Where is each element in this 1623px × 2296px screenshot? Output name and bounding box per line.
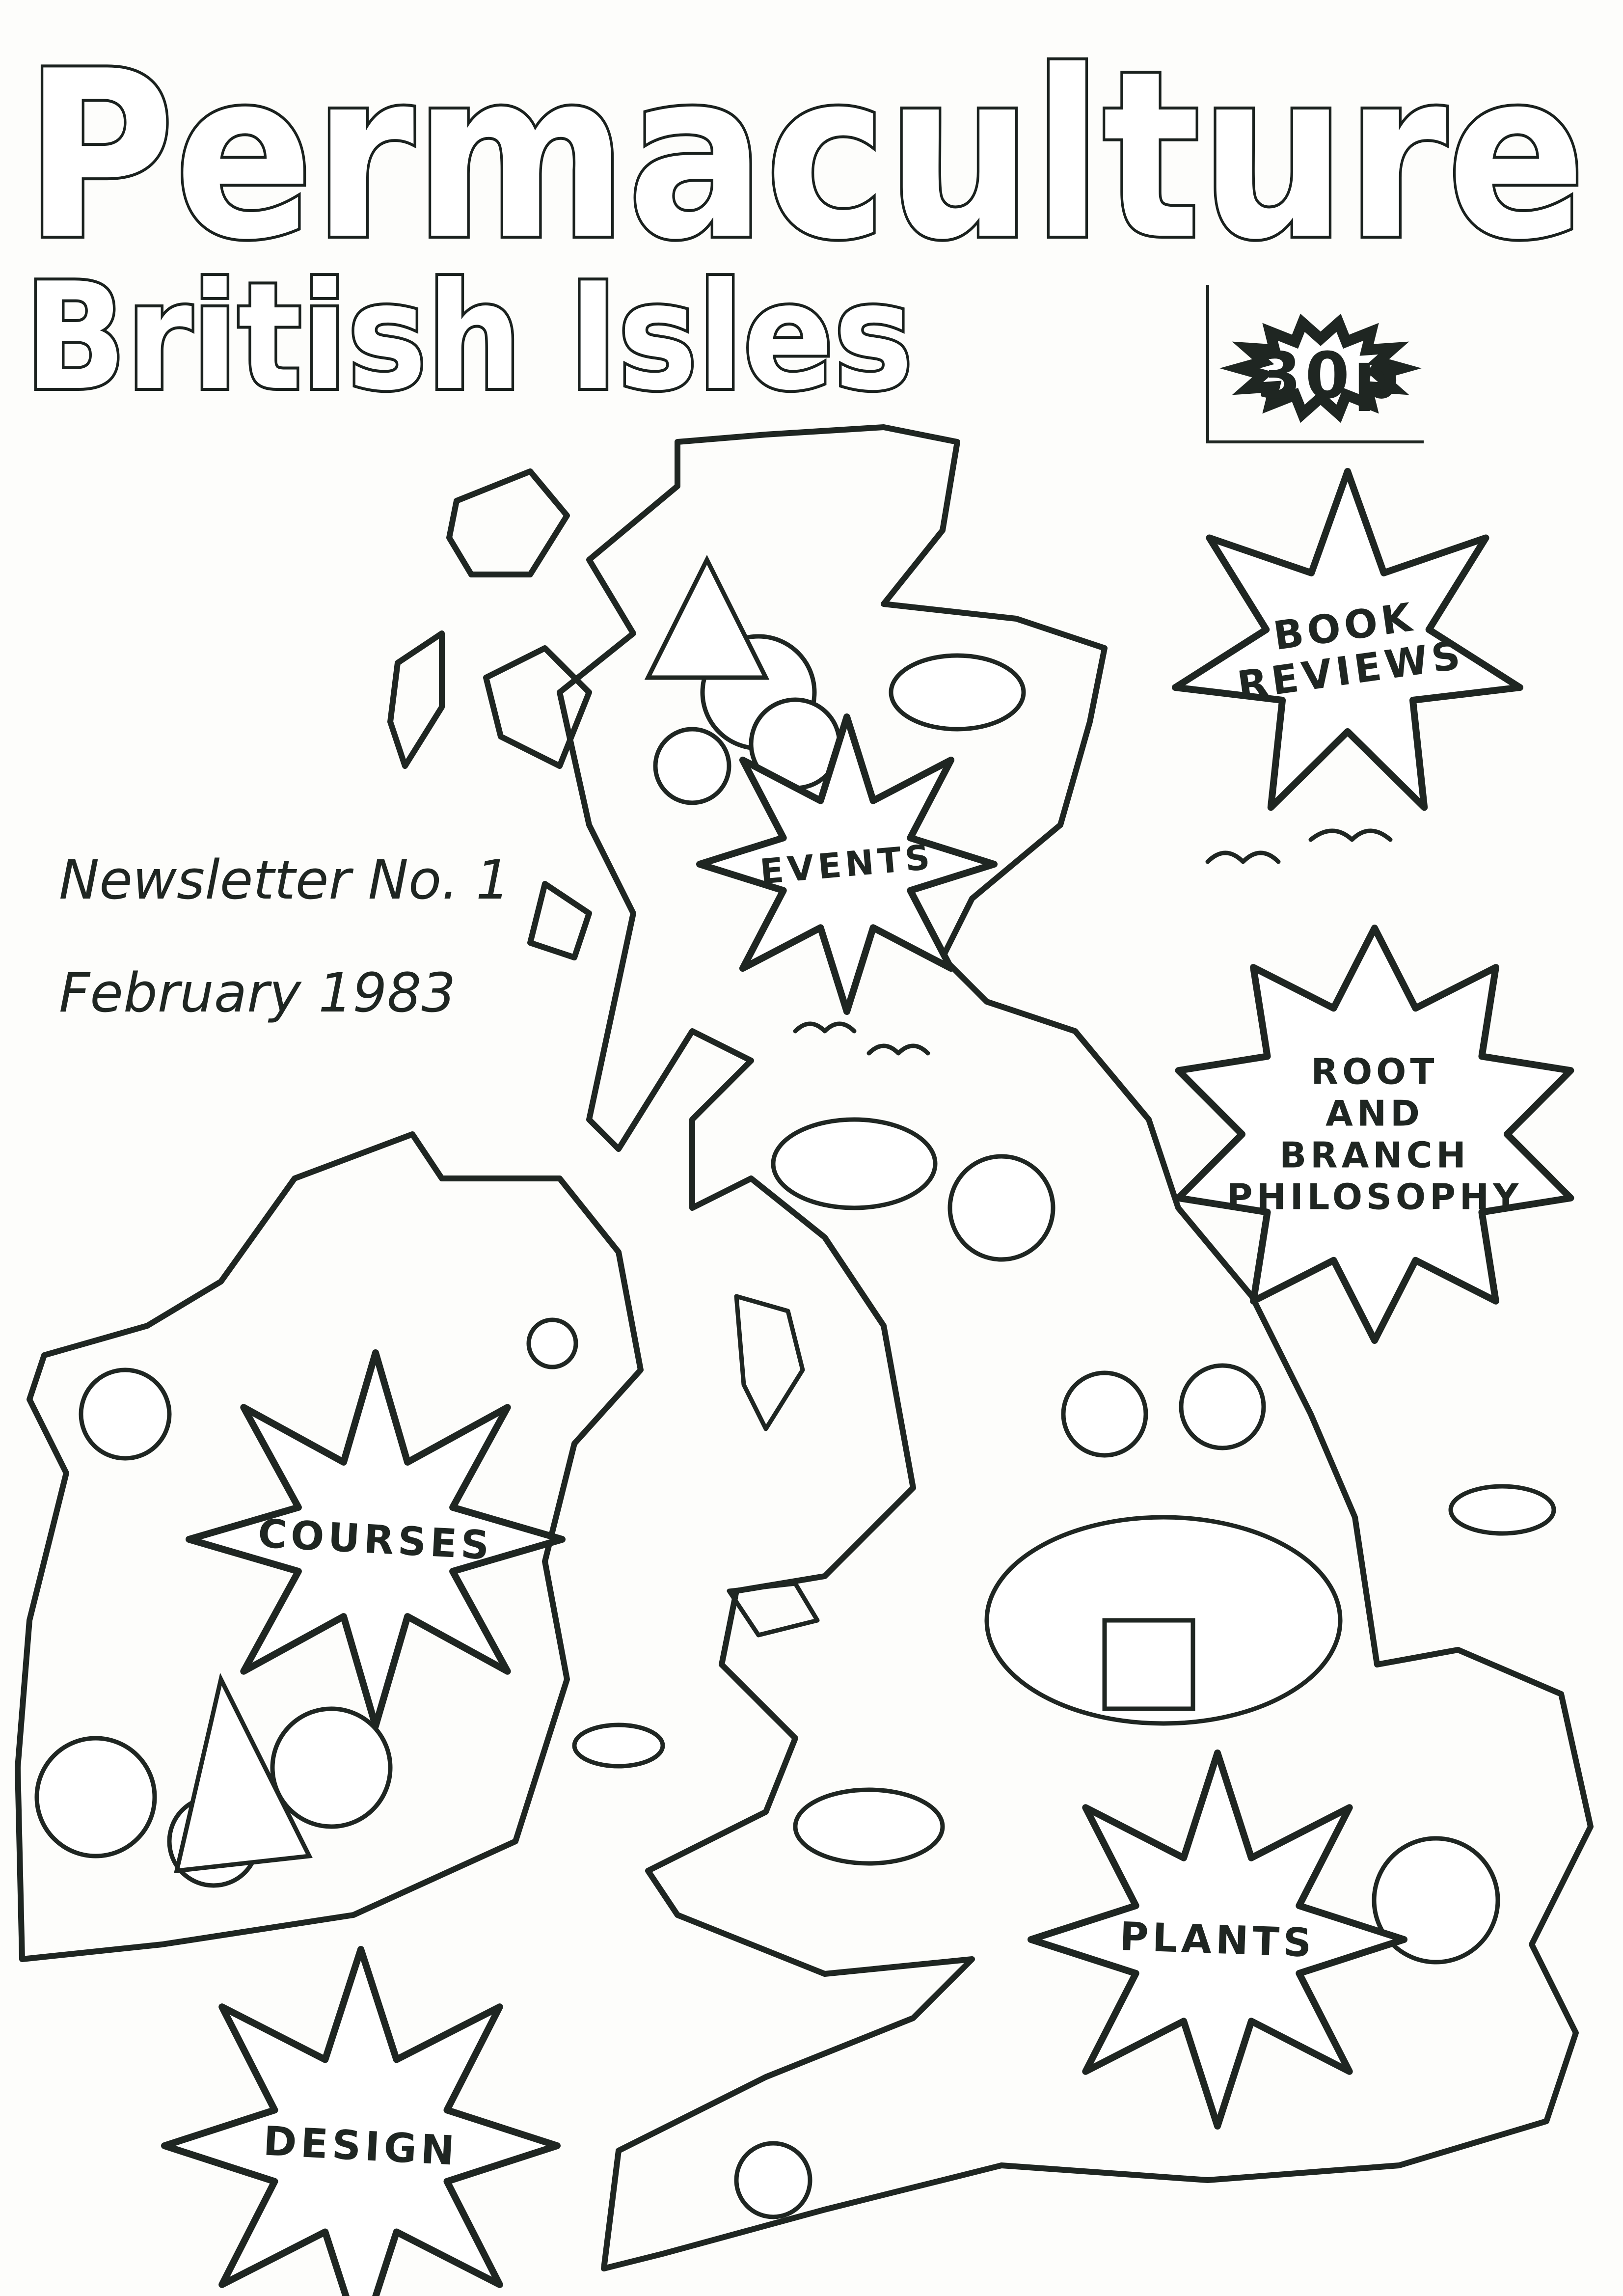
- section-star-plants: PLANTS: [1028, 1749, 1407, 2130]
- starburst-shape: [696, 713, 998, 1015]
- bird-illustrations: [793, 828, 1393, 1056]
- highland-cow-icon: [889, 653, 1026, 732]
- starburst-shape: [1028, 1749, 1407, 2130]
- map-shetland-islands: [446, 468, 570, 577]
- fish-icon-2: [572, 1722, 665, 1769]
- masthead-title: Permaculture: [25, 22, 1586, 290]
- price-badge: 30p: [1206, 285, 1424, 443]
- price-box-frame: [1206, 285, 1424, 443]
- issue-date: February 1983: [59, 961, 456, 1024]
- fish-icon: [1448, 1484, 1556, 1536]
- price-burst-shape: [1219, 313, 1422, 423]
- animal-illustrations: [572, 653, 1556, 1866]
- sheep-icon: [793, 1787, 945, 1866]
- map-ireland: [15, 1131, 644, 1962]
- starburst-shape: [1175, 925, 1574, 1344]
- masthead-subtitle: British Isles: [25, 251, 913, 423]
- sunflower-icon: [1179, 1363, 1266, 1450]
- section-label: PHILOSOPHY: [1227, 1176, 1523, 1218]
- map-great-britain: [557, 424, 1594, 2271]
- section-star-design: DESIGN: [161, 1946, 561, 2296]
- pig-icon: [771, 1117, 938, 1210]
- map-anglesey: [727, 1581, 820, 1638]
- section-star-events: EVENTS: [696, 713, 998, 1015]
- map-isle-of-man: [734, 1294, 805, 1431]
- map-british-isles: [15, 424, 1594, 2271]
- farmer-head-icon: [1061, 1370, 1148, 1458]
- issue-number: Newsletter No. 1: [59, 848, 510, 911]
- starburst-shape: [161, 1946, 561, 2296]
- map-hebrides-islands: [387, 630, 592, 960]
- price-label: 30p: [1257, 338, 1403, 413]
- tree-illustrations: [34, 554, 1500, 2219]
- section-label: PLANTS: [1119, 1913, 1316, 1966]
- starburst-shape: [1172, 468, 1523, 811]
- section-label: AND: [1325, 1093, 1424, 1134]
- section-label: ROOT: [1311, 1051, 1438, 1093]
- starburst-shape: [186, 1349, 566, 1729]
- house-icon: [1102, 1618, 1195, 1711]
- section-label: BRANCH: [1279, 1135, 1469, 1176]
- section-star-courses: COURSES: [186, 1349, 566, 1729]
- section-label: DESIGN: [262, 2118, 460, 2175]
